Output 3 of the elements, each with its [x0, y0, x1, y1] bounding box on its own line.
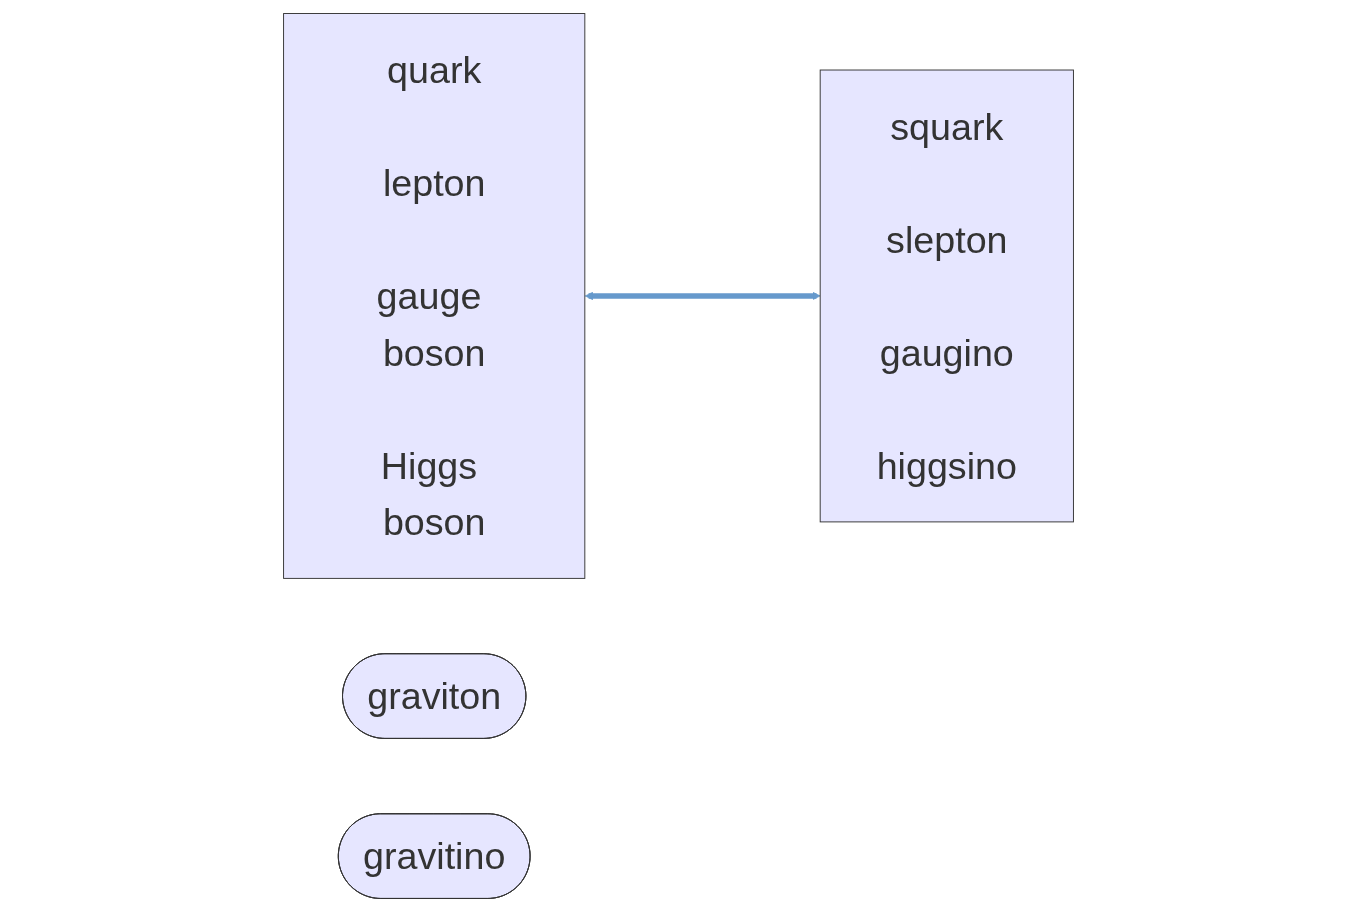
node-box: squark slepton gaugino higgsino [819, 69, 1074, 523]
node-box: quark lepton gauge boson Higgs boson [283, 13, 586, 579]
arrow [584, 291, 821, 301]
